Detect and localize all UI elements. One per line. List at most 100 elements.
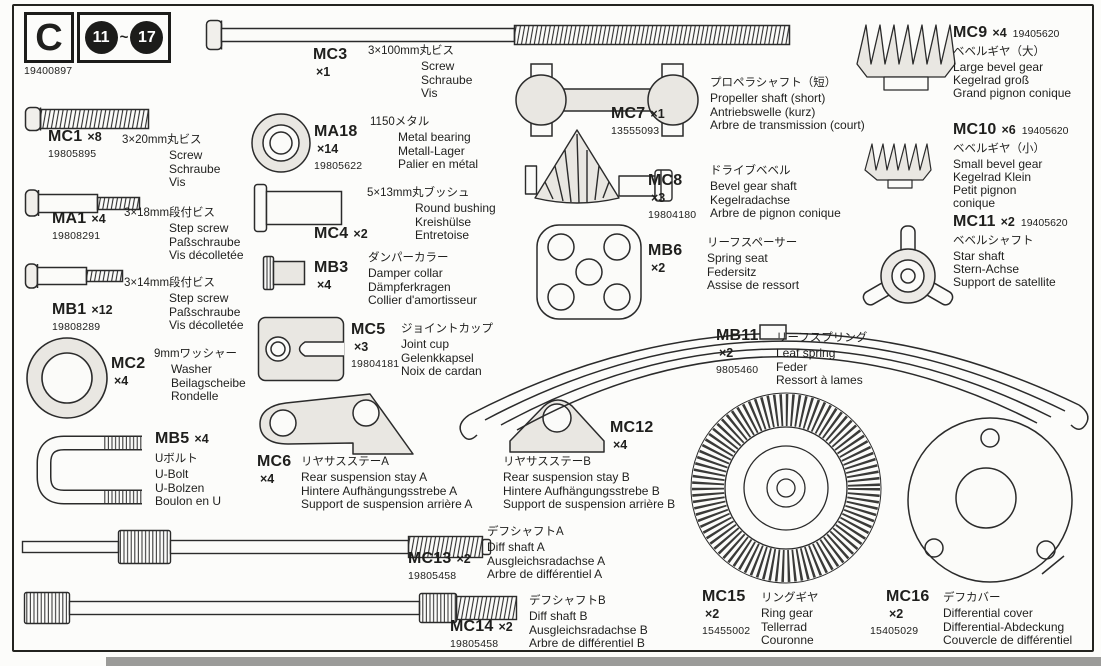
desc-fr: Grand pignon conique — [953, 86, 1072, 100]
mc14-label: MC14×2 19805458 — [450, 618, 513, 650]
mb1-label: MB1×12 19808289 — [52, 301, 113, 333]
desc-jp: ダンパーカラー — [368, 252, 449, 264]
desc-de: Paßschraube — [169, 234, 241, 249]
desc-jp: 1150メタル — [370, 116, 430, 128]
desc-en: Spring seat — [707, 251, 768, 265]
mc7-propeller-shaft-drawing — [515, 63, 699, 137]
desc-fr: Petit pignon — [953, 183, 1017, 197]
desc-jp: デフシャフトB — [529, 595, 606, 607]
desc-jp: リングギヤ — [761, 592, 819, 604]
part-number: 19405620 — [1020, 217, 1068, 229]
mc6-desc: リヤサスステーA Rear suspension stay A Hintere … — [301, 455, 472, 512]
part-qty: ×2 — [456, 552, 471, 566]
mc3-label: MC3 ×1 — [313, 46, 347, 81]
desc-fr: Arbre de différentiel A — [487, 567, 603, 581]
desc-en: Star shaft — [953, 249, 1005, 263]
desc-fr: Arbre de pignon conique — [710, 206, 841, 220]
mc3-desc: 3×100mm丸ビス Screw Schraube Vis — [368, 44, 472, 101]
part-code: MC2 — [111, 355, 146, 372]
part-qty: ×1 — [316, 65, 331, 79]
desc-de: Kreishülse — [415, 214, 472, 229]
desc-jp: 3×20mm丸ビス — [122, 134, 202, 146]
desc-en: Rear suspension stay A — [301, 470, 428, 484]
part-code: MC15 — [702, 588, 746, 605]
part-code: MB5 — [155, 430, 190, 447]
part-number: 19808291 — [52, 230, 101, 242]
desc-en: Propeller shaft (short) — [710, 91, 826, 105]
part-qty: ×2 — [498, 620, 513, 634]
desc-en: Large bevel gear — [953, 60, 1044, 74]
mc16-label: MC16 ×2 15405029 — [870, 588, 929, 637]
desc-de: Feder — [776, 359, 808, 374]
part-number: 19805458 — [408, 570, 457, 582]
desc-de: Kegelrad groß — [953, 73, 1030, 87]
desc-fr: Rondelle — [171, 389, 219, 403]
desc-de: U-Bolzen — [155, 480, 205, 495]
desc-jp: プロペラシャフト（短） — [710, 77, 837, 89]
desc-de: Gelenkkapsel — [401, 350, 474, 365]
tilde-glyph: ~ — [119, 29, 129, 46]
mc15-ring-gear-drawing — [690, 392, 882, 584]
ma1-desc: 3×18mm段付ビス Step screw Paßschraube Vis dé… — [124, 206, 244, 263]
part-number: 19804181 — [351, 358, 400, 370]
mc15-label: MC15 ×2 15455002 — [702, 588, 750, 637]
part-number: 19405620 — [1021, 125, 1069, 137]
mc13-label: MC13×2 19805458 — [408, 550, 471, 582]
mc1-screw-drawing — [24, 106, 150, 132]
step-to-circle: 17 — [130, 21, 164, 54]
desc-en: Step screw — [169, 221, 229, 235]
desc-de: Kegelrad Klein — [953, 170, 1032, 184]
desc-jp: デフカバー — [943, 592, 1001, 604]
mb6-spring-seat-drawing — [536, 224, 642, 320]
sheet-border — [12, 4, 1094, 652]
bag-letter-box: C — [24, 12, 74, 63]
part-code: MC12 — [610, 419, 654, 436]
part-qty: ×2 — [651, 261, 666, 275]
mb11-label: MB11 ×2 9805460 — [716, 327, 759, 376]
part-code: MC16 — [886, 588, 930, 605]
desc-fr: Ressort à lames — [776, 373, 863, 387]
desc-en: Diff shaft B — [529, 609, 588, 623]
mc5-joint-cup-drawing — [257, 316, 345, 382]
part-code: MC1 — [48, 128, 83, 145]
desc-jp: 3×14mm段付ビス — [124, 277, 216, 289]
desc-de: Antriebswelle (kurz) — [710, 104, 816, 119]
desc-fr: Palier en métal — [398, 157, 479, 171]
desc-fr: Arbre de différentiel B — [529, 636, 645, 650]
desc-en: Bevel gear shaft — [710, 179, 797, 193]
part-number: 19805622 — [314, 160, 363, 172]
desc-en: Joint cup — [401, 337, 450, 351]
mb11-desc: リーフスプリング Leaf spring Feder Ressort à lam… — [776, 331, 867, 388]
part-number: 19805895 — [48, 148, 97, 160]
mb5-label: MB5×4 — [155, 430, 209, 448]
mc10-small-bevel-gear-drawing — [864, 143, 932, 189]
desc-en: Screw — [421, 59, 455, 73]
desc-fr: Entretoise — [415, 228, 470, 242]
desc-de: Dämpferkragen — [368, 279, 451, 294]
desc-en: Ring gear — [761, 606, 814, 620]
desc-jp: Uボルト — [155, 453, 198, 465]
desc-jp: 5×13mm丸ブッシュ — [367, 187, 470, 199]
ma18-desc: 1150メタル Metal bearing Metall-Lager Palie… — [370, 115, 478, 172]
desc-jp: リヤサスステーA — [301, 456, 389, 468]
desc-fr: Noix de cardan — [401, 364, 482, 378]
part-qty: ×3 — [651, 191, 666, 205]
desc-fr: Arbre de transmission (court) — [710, 118, 865, 132]
mc7-desc: プロペラシャフト（短） Propeller shaft (short) Antr… — [710, 76, 865, 133]
desc-en: Damper collar — [368, 266, 443, 280]
scan-edge-strip — [106, 657, 1101, 666]
desc-fr: Assise de ressort — [707, 278, 800, 292]
part-qty: ×3 — [354, 340, 369, 354]
bag-letter: C — [35, 16, 63, 59]
part-code: MA1 — [52, 210, 87, 227]
desc-fr: Vis — [169, 175, 186, 189]
part-qty: ×2 — [705, 607, 720, 621]
desc-en: Diff shaft A — [487, 540, 545, 554]
mb3-desc: ダンパーカラー Damper collar Dämpferkragen Coll… — [368, 251, 477, 308]
desc-de: Metall-Lager — [398, 143, 465, 158]
part-number: 9805460 — [716, 364, 759, 376]
desc-de: Schraube — [169, 161, 221, 176]
mb1-step-screw-drawing — [24, 263, 124, 289]
